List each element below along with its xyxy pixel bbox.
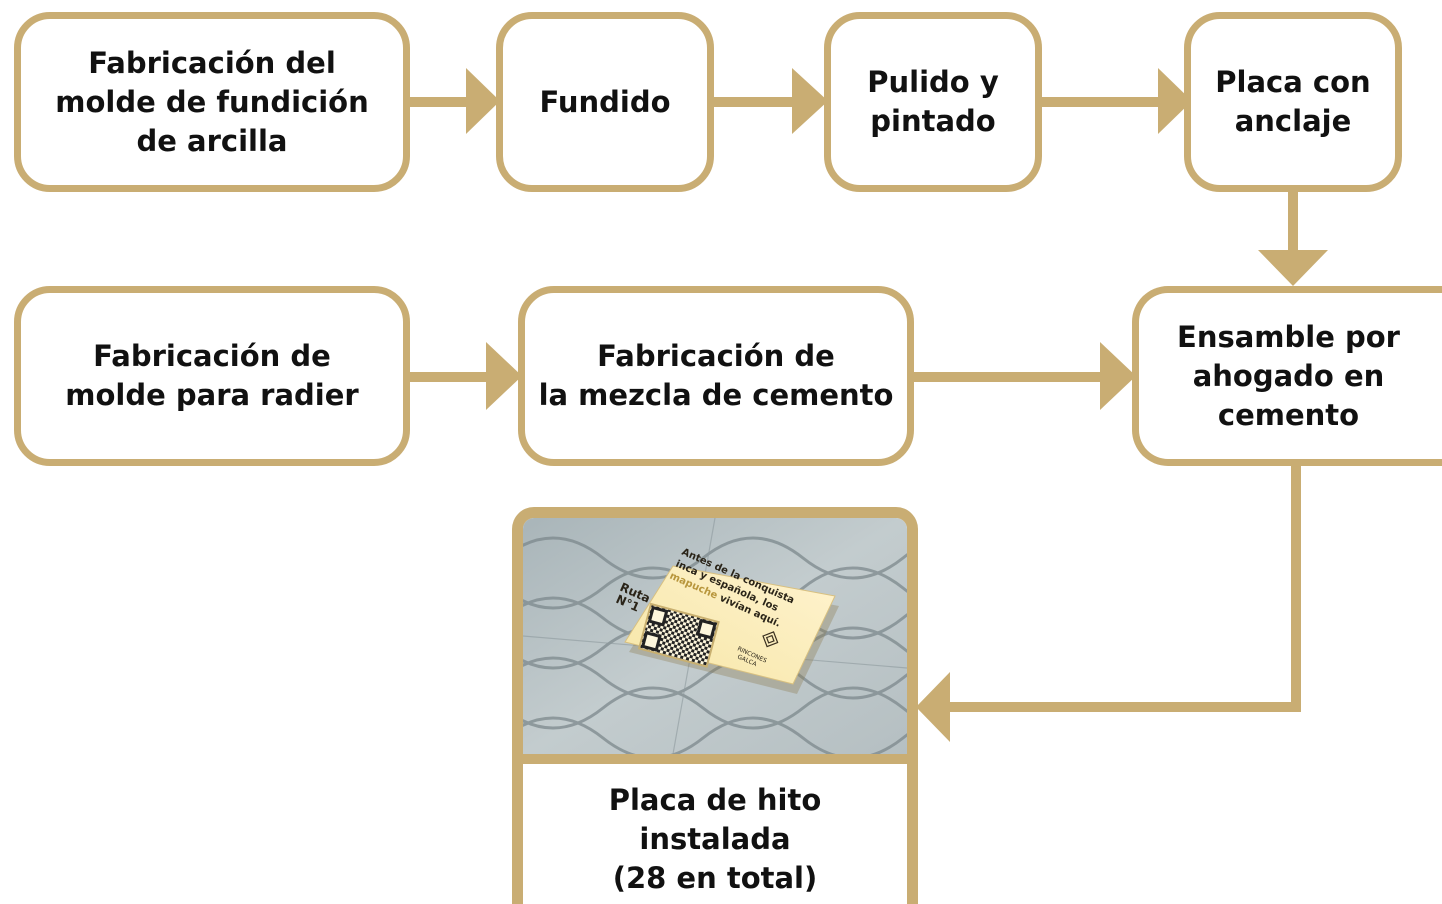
arrow-pulido-to-placa [1158,68,1192,134]
arrow-fundido-to-pulido [792,68,828,134]
arrow-ensamble-to-final [916,672,950,742]
step-ensamble: Ensamble por ahogado en cemento [1132,286,1442,466]
arrow-radier-to-mezcla [486,342,522,410]
step-placa-instalada-label: Placa de hito instalada (28 en total) [608,783,822,895]
arrow-mezcla-to-ensamble [1100,342,1136,410]
step-pulido: Pulido y pintado [824,12,1042,192]
step-placa-instalada: Antes de la conquista inca y española, l… [512,507,918,904]
plaque-logo-icon [762,631,779,648]
arrow-molde-to-fundido [466,68,500,134]
arrow-placa-to-ensamble [1258,250,1328,286]
plaque-photo-illustration: Antes de la conquista inca y española, l… [523,518,907,754]
step-molde-arcilla: Fabricación del molde de fundición de ar… [14,12,410,192]
step-fundido: Fundido [496,12,714,192]
step-placa-anclaje: Placa con anclaje [1184,12,1402,192]
plaque-photo: Antes de la conquista inca y española, l… [523,518,907,764]
step-mezcla-cemento: Fabricación de la mezcla de cemento [518,286,914,466]
step-molde-radier: Fabricación de molde para radier [14,286,410,466]
